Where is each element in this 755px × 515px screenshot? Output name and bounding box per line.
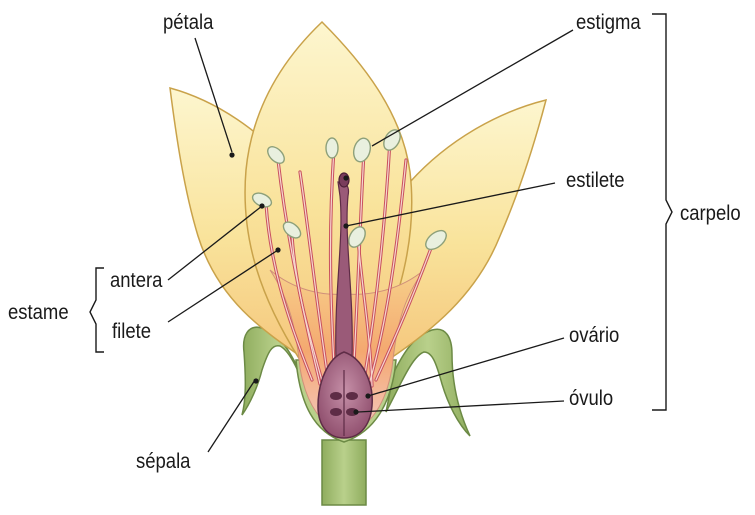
label-petala: pétala bbox=[163, 12, 213, 33]
label-carpelo: carpelo bbox=[680, 203, 741, 224]
label-ovario: ovário bbox=[569, 325, 619, 346]
label-estigma: estigma bbox=[576, 12, 641, 33]
label-estame: estame bbox=[8, 302, 69, 323]
label-filete: filete bbox=[112, 321, 151, 342]
estame-bracket bbox=[90, 268, 104, 352]
label-antera: antera bbox=[110, 270, 162, 291]
label-estilete: estilete bbox=[566, 170, 625, 191]
carpelo-bracket bbox=[652, 14, 672, 410]
label-sepala: sépala bbox=[136, 451, 190, 472]
label-ovulo: óvulo bbox=[569, 388, 613, 409]
stem bbox=[322, 440, 366, 505]
